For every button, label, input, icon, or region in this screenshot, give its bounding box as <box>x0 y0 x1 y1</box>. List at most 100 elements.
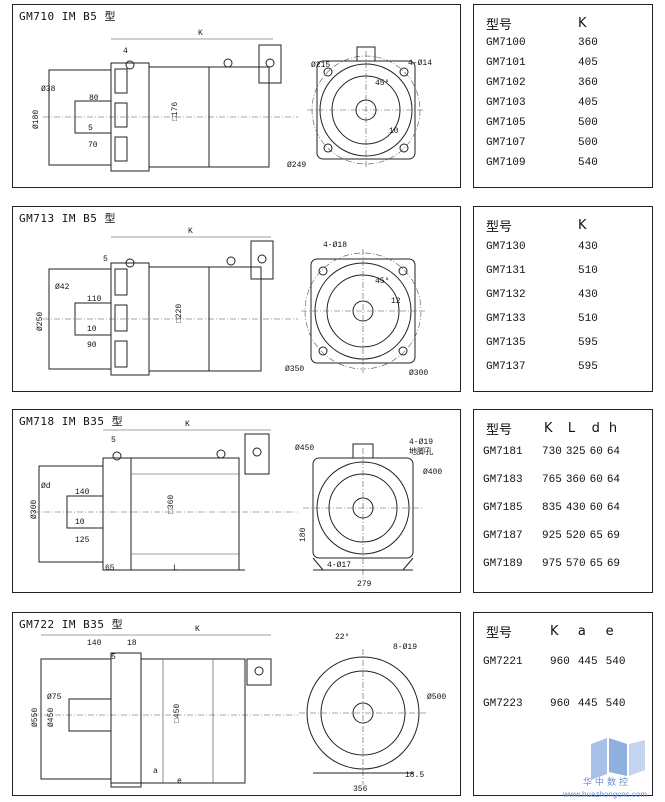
dimension-label: Ø38 <box>41 85 56 94</box>
table-cell: GM7109 <box>486 157 526 169</box>
table-cell: GM7100 <box>486 37 526 49</box>
table-cell: 925 <box>542 530 562 542</box>
table-cell: 540 <box>605 698 626 710</box>
dimension-label: 45° <box>375 79 389 88</box>
dimension-label: □450 <box>173 704 182 723</box>
dimension-label: 110 <box>87 295 102 304</box>
dimension-label: L <box>173 564 178 573</box>
dimension-label: 140 <box>75 488 90 497</box>
dimension-label: 45° <box>375 277 389 286</box>
table-cell: 430 <box>565 502 586 514</box>
table-cell: 960 <box>550 656 570 668</box>
table-cell: K <box>550 623 559 639</box>
table-cell: h <box>608 420 618 436</box>
table-cell: GM7185 <box>483 502 523 514</box>
dimension-label: 4-Ø18 <box>323 241 347 250</box>
table-cell: 65 <box>589 530 603 542</box>
dimension-label: 140 <box>87 639 102 648</box>
dimension-label: K <box>195 625 200 634</box>
drawing-title: GM713 IM B5 型 <box>19 212 116 225</box>
table-cell: 445 <box>577 656 598 668</box>
table-cell: GM7105 <box>486 117 526 129</box>
drawing-panel-gm713: GM713 IM B5 型 K 5 Ø42 110 Ø250 10 90 □22… <box>12 206 461 392</box>
table-cell: GM7183 <box>483 474 523 486</box>
dimension-label: 8-Ø19 <box>393 643 417 652</box>
dimension-label: e <box>177 777 182 786</box>
table-cell: K <box>578 217 587 233</box>
dimension-label: 22° <box>335 633 349 642</box>
dimension-label: 5 <box>111 653 116 662</box>
dimension-label: 10 <box>389 127 399 136</box>
table-cell: 60 <box>589 502 603 514</box>
table-cell: GM7221 <box>483 656 523 668</box>
dimension-label: 65 <box>105 564 115 573</box>
table-cell: 835 <box>542 502 562 514</box>
table-cell: GM7131 <box>486 265 526 277</box>
table-cell: GM7103 <box>486 97 526 109</box>
hnc-logo-icon <box>591 738 645 780</box>
table-cell: 360 <box>578 37 598 49</box>
table-cell: 445 <box>577 698 598 710</box>
table-cell: 360 <box>578 77 598 89</box>
table-cell: 405 <box>578 97 598 109</box>
dimension-label: 80 <box>89 94 99 103</box>
logo-url[interactable]: www.huazhongcnc.com <box>562 790 647 799</box>
table-cell: GM7189 <box>483 558 523 570</box>
dimension-label: 125 <box>75 536 90 545</box>
table-cell: GM7101 <box>486 57 526 69</box>
table-row: GM7105 500 <box>482 113 602 133</box>
table-cell: 型号 <box>486 17 513 33</box>
table-cell: 型号 <box>486 219 513 235</box>
drawing-panel-gm718: GM718 IM B35 型 K 5 Ød 140 Ø300 10 125 □3… <box>12 409 461 593</box>
table-cell: 69 <box>606 558 621 570</box>
table-cell: 60 <box>589 446 603 458</box>
table-cell: 730 <box>542 446 562 458</box>
dimension-label: 地脚孔 <box>409 446 433 457</box>
dimension-label: 356 <box>353 785 368 794</box>
table-cell: K <box>544 420 553 436</box>
table-cell: 64 <box>606 446 621 458</box>
table-cell: GM7223 <box>483 698 523 710</box>
dimension-label: 10 <box>87 325 97 334</box>
table-row: GM7103 405 <box>482 93 602 113</box>
table-cell: GM7135 <box>486 337 526 349</box>
dimension-label: Ø500 <box>427 693 446 702</box>
dimension-label: 4-Ø17 <box>327 561 351 570</box>
table-cell: GM7107 <box>486 137 526 149</box>
table-cell: GM7181 <box>483 446 523 458</box>
table-cell: GM7132 <box>486 289 526 301</box>
table-cell: GM7133 <box>486 313 526 325</box>
dimension-label: Ø215 <box>311 61 330 70</box>
dimension-label: □220 <box>175 304 184 323</box>
dimension-label: 279 <box>357 580 372 589</box>
drawing-title: GM722 IM B35 型 <box>19 618 124 631</box>
table-cell: 975 <box>542 558 562 570</box>
table-cell: 765 <box>542 474 562 486</box>
table-cell: 型号 <box>486 422 513 438</box>
table-cell: e <box>605 623 614 639</box>
table-cell: 430 <box>578 289 598 301</box>
dimension-label: □176 <box>171 102 180 121</box>
dimension-label: 18 <box>127 639 137 648</box>
table-cell: 500 <box>578 117 598 129</box>
dimension-label: Ø75 <box>47 693 62 702</box>
table-cell: 64 <box>606 474 621 486</box>
table-row: GM7132 430 <box>482 283 602 307</box>
table-cell: GM7102 <box>486 77 526 89</box>
table-cell: 960 <box>550 698 570 710</box>
dimension-label: 5 <box>103 255 108 264</box>
dim-K: K <box>198 29 203 38</box>
table-cell: 405 <box>578 57 598 69</box>
table-cell: GM7137 <box>486 361 526 373</box>
dimension-label: 12 <box>391 297 401 306</box>
